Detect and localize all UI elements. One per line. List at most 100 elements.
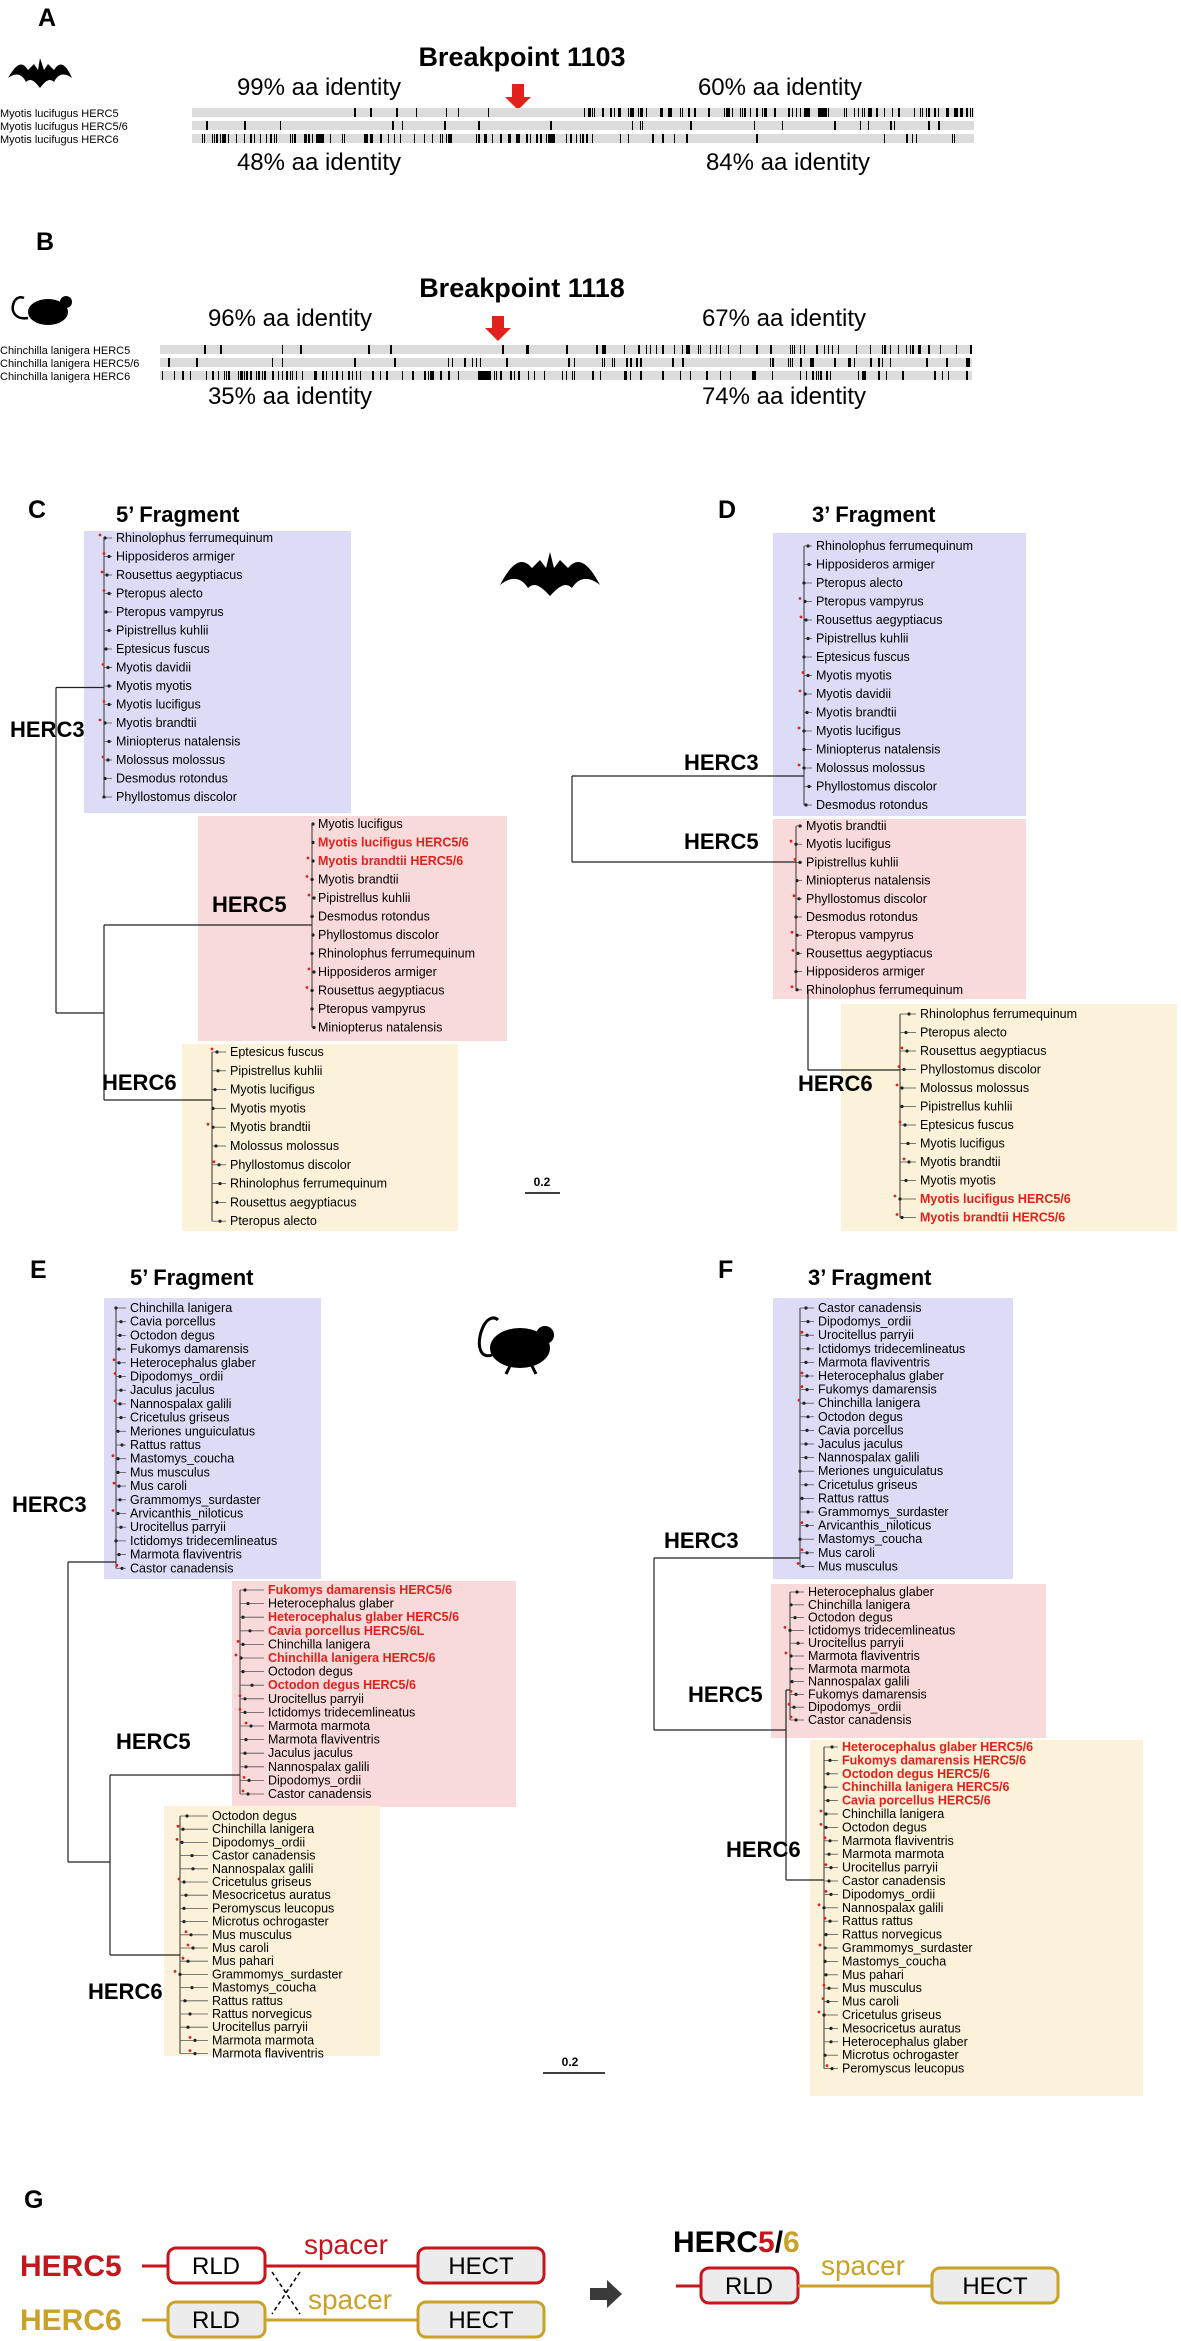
tree-leaf-label: Mus caroli [130, 1479, 187, 1493]
panel-b-title: Breakpoint 1118 [419, 273, 625, 303]
alignment-mark [364, 134, 366, 143]
alignment-mark [800, 345, 801, 354]
tree-leaf-label: Pteropus alecto [816, 576, 903, 590]
alignment-mark [732, 108, 733, 117]
alignment-mark [302, 371, 303, 380]
tree-node [824, 1933, 828, 1937]
tree-leaf-label: Mastomys_coucha [842, 1954, 946, 1968]
alignment-mark [428, 371, 429, 380]
tree-node [189, 1933, 193, 1937]
alignment-mark [476, 358, 477, 367]
alignment-mark [258, 371, 260, 380]
tree-node [107, 628, 111, 633]
tree-leaf-label: Pteropus vampyrus [116, 605, 224, 619]
alignment-mark [650, 345, 651, 354]
tree-node [218, 1182, 222, 1186]
tree-node [796, 1641, 800, 1645]
tree-leaf-label: Peromyscus leucopus [212, 1901, 334, 1915]
alignment-mark [856, 345, 857, 354]
alignment-mark [380, 371, 381, 380]
alignment-mark [440, 134, 441, 143]
tree-node [103, 721, 107, 725]
tree-node [806, 636, 810, 641]
alignment-mark [770, 345, 772, 354]
alignment-mark [740, 108, 741, 117]
tree-node [239, 1656, 243, 1660]
tree-leaf-label: Pteropus alecto [116, 587, 203, 601]
tree-leaf-label: Urocitellus parryii [808, 1636, 904, 1650]
tree-node [190, 1986, 194, 1990]
tree-leaf-label: Rousettus aegyptiacus [920, 1044, 1046, 1058]
tree-node [804, 803, 808, 807]
support-dot [305, 875, 309, 878]
alignment-mark [848, 358, 850, 367]
tree-leaf-label: Mus musculus [212, 1928, 292, 1942]
tree-leaf-label: Marmota flaviventris [212, 2047, 324, 2061]
alignment-mark [804, 108, 806, 117]
alignment-mark [274, 134, 275, 143]
tree-leaf-label: Castor canadensis [212, 1849, 316, 1863]
alignment-mark [432, 134, 433, 143]
alignment-mark [484, 371, 486, 380]
alignment-mark [788, 358, 789, 367]
alignment-mark [710, 345, 711, 354]
tree-leaf-label: Meriones unguiculatus [130, 1424, 255, 1438]
panel-f-clade-herc6: HERC6 [726, 1837, 801, 1862]
tree-node [802, 766, 806, 770]
tree-leaf-label: Myotis myotis [116, 679, 192, 693]
alignment-mark [926, 358, 928, 367]
tree-leaf-label: Mastomys_coucha [130, 1452, 234, 1466]
alignment-mark [630, 108, 632, 117]
alignment-mark [510, 134, 511, 143]
tree-node [183, 1999, 187, 2003]
tree-node [118, 1333, 122, 1337]
tree-node [188, 2012, 192, 2016]
panel-f-clade-herc5: HERC5 [688, 1682, 763, 1707]
alignment-mark [212, 371, 214, 380]
panel-e-title: 5’ Fragment [130, 1265, 254, 1290]
recombination-cross [271, 2271, 301, 2315]
tree-leaf-label: Nannospalax galili [212, 1862, 313, 1876]
tree-node [823, 1959, 827, 1963]
tree-leaf-label: Mus caroli [212, 1941, 269, 1955]
tree-leaf-label: Chinchilla lanigera [818, 1396, 920, 1410]
tree-node [114, 1539, 118, 1543]
tree-leaf-label: Castor canadensis [130, 1561, 234, 1575]
tree-node [107, 591, 111, 596]
tree-leaf-label: Myotis myotis [920, 1174, 996, 1188]
tree-node [118, 1498, 122, 1502]
alignment-mark [946, 108, 948, 117]
support-dot [244, 1721, 248, 1725]
tree-leaf-label: Myotis brandtii [816, 706, 897, 720]
support-dot [825, 2064, 829, 2068]
alignment-mark [500, 134, 502, 143]
tree-node [795, 933, 799, 937]
support-dot [895, 1083, 899, 1087]
alignment-mark [890, 345, 891, 354]
tree-leaf-label: Molossus molossus [116, 753, 225, 767]
tree-leaf-label: Mastomys_coucha [212, 1981, 316, 1995]
tree-node [801, 1564, 805, 1568]
alignment-mark [482, 371, 484, 380]
tree-leaf-label: Marmota marmota [808, 1662, 910, 1676]
alignment-mark [898, 108, 900, 117]
tree-node [241, 1615, 245, 1619]
panel-a-top-left: 99% aa identity [237, 74, 401, 101]
tree-leaf-label: Rhinolophus ferrumequinum [230, 1177, 387, 1191]
alignment-mark [282, 358, 283, 367]
support-dot [821, 1997, 825, 2000]
alignment-mark [300, 345, 302, 354]
tree-node [795, 1590, 799, 1594]
alignment-mark [278, 371, 279, 380]
alignment-mark [510, 371, 512, 380]
alignment-mark [730, 371, 731, 380]
tree-leaf-label: Urocitellus parryii [212, 2020, 308, 2034]
tree-node [792, 1705, 796, 1709]
tree-node [106, 665, 110, 670]
tree-leaf-label: Myotis lucifigus [806, 837, 891, 851]
tree-leaf-label: Hipposideros armiger [116, 550, 235, 564]
alignment-mark [628, 108, 629, 117]
alignment-mark [494, 371, 495, 380]
panel-b-seq-1: Chinchilla lanigera HERC5 [0, 345, 130, 357]
alignment-mark [844, 108, 845, 117]
